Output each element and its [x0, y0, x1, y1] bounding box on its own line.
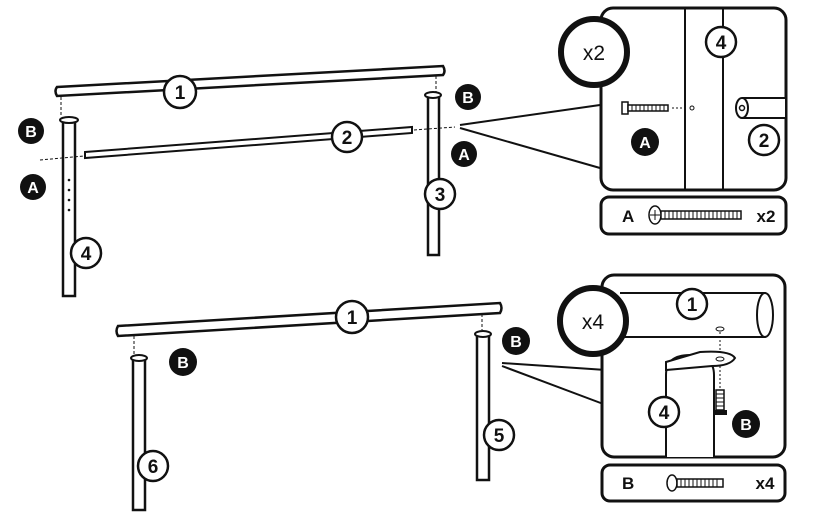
top-rail-part1: [54, 64, 446, 98]
svg-text:A: A: [27, 180, 39, 197]
screw-a-icon: [648, 205, 742, 225]
screw-bubble-a: A: [20, 174, 46, 200]
svg-text:A: A: [639, 135, 651, 152]
svg-text:6: 6: [148, 457, 159, 478]
part-bubble-1: 1: [162, 74, 198, 110]
svg-text:1: 1: [687, 295, 698, 316]
svg-text:3: 3: [435, 185, 446, 206]
svg-text:B: B: [510, 334, 522, 351]
svg-text:x4: x4: [756, 474, 775, 493]
detail-bubble-2: 2: [747, 123, 781, 157]
part-bubble-4: 4: [69, 236, 103, 270]
right-post-part5: [475, 332, 491, 482]
svg-text:x2: x2: [757, 207, 776, 226]
screw-bubble-b: B: [455, 84, 481, 110]
part-bubble-3: 3: [423, 177, 457, 211]
svg-text:x2: x2: [583, 42, 605, 65]
parts-list-a: A x2: [599, 195, 788, 236]
svg-text:1: 1: [347, 308, 358, 329]
left-post-part6: [131, 356, 147, 512]
svg-text:x4: x4: [582, 311, 605, 334]
svg-text:B: B: [25, 124, 37, 141]
svg-text:A: A: [622, 207, 634, 226]
svg-text:2: 2: [759, 131, 770, 152]
svg-text:4: 4: [716, 33, 727, 54]
detail-bubble-4: 4: [704, 25, 738, 59]
screw-bubble-a: A: [451, 141, 477, 167]
multiplier-badge-x2: x2: [558, 16, 630, 88]
multiplier-badge-x4: x4: [557, 285, 629, 357]
svg-text:B: B: [622, 474, 634, 493]
svg-text:A: A: [458, 147, 470, 164]
svg-text:4: 4: [659, 403, 670, 424]
left-post-part4: [61, 118, 77, 298]
part-bubble-2: 2: [330, 120, 364, 154]
detail-screw-a: [621, 101, 695, 115]
screw-bubble-b: B: [502, 327, 530, 355]
detail-screw-bubble-a: A: [631, 128, 659, 156]
screw-bubble-b: B: [169, 348, 197, 376]
detail-panel-b: 1 4 B: [600, 273, 787, 459]
top-rail-part1: [115, 301, 503, 338]
detail-panel-a: 4 2 A: [599, 6, 788, 192]
svg-text:B: B: [740, 417, 752, 434]
part-bubble-6: 6: [136, 449, 170, 483]
detail-bar-part2: [735, 97, 787, 119]
screw-bubble-b: B: [18, 118, 44, 144]
part-bubble-1: 1: [334, 299, 370, 335]
parts-list-b: B x4: [600, 463, 787, 503]
right-post-part3: [426, 93, 441, 257]
detail-bubble-1: 1: [675, 287, 709, 321]
step1-assembly: 1 2 3 4 B A B A: [18, 64, 601, 298]
svg-text:1: 1: [175, 83, 186, 104]
svg-text:B: B: [462, 90, 474, 107]
detail-screw-b: [713, 366, 727, 415]
svg-text:4: 4: [81, 244, 92, 265]
screw-b-icon: [666, 474, 724, 492]
svg-text:2: 2: [342, 128, 353, 149]
detail-post-part4: [665, 350, 737, 457]
detail-bubble-4: 4: [647, 395, 681, 429]
svg-text:5: 5: [494, 426, 505, 447]
middle-bar-part2: [84, 125, 413, 160]
step2-assembly: 1 5 6 B B: [115, 299, 607, 512]
svg-text:B: B: [177, 355, 189, 372]
detail-screw-bubble-b: B: [732, 410, 760, 438]
part-bubble-5: 5: [482, 418, 516, 452]
